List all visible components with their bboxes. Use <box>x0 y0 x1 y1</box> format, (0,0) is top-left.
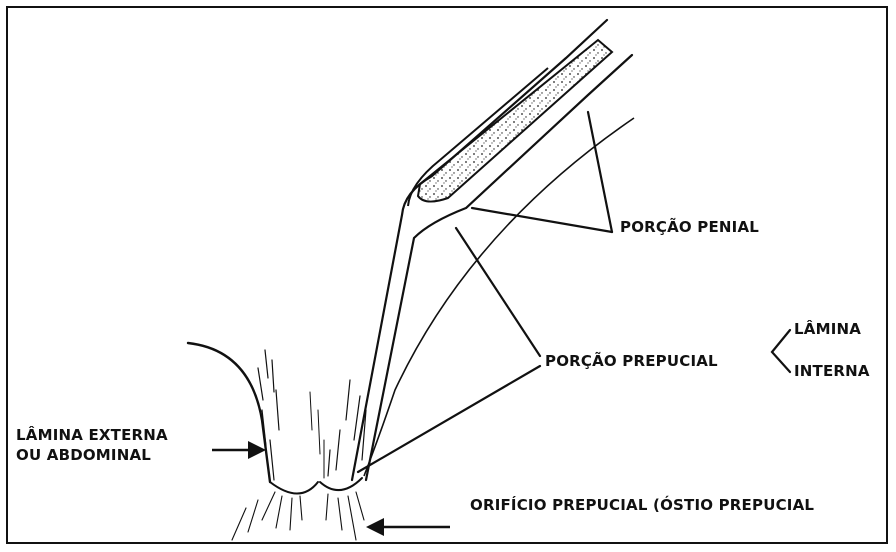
label-porcao-prepucial: PORÇÃO PREPUCIAL <box>545 352 718 370</box>
label-orificio-prepucial: ORIFÍCIO PREPUCIAL (ÓSTIO PREPUCIAL <box>470 496 814 514</box>
label-porcao-penial: PORÇÃO PENIAL <box>620 218 759 236</box>
glans-stippled-region <box>418 40 612 202</box>
leader-lines <box>358 112 790 472</box>
arrow-lamina-externa <box>212 441 266 459</box>
preputial-orifice-base <box>232 478 364 540</box>
penis-shaft <box>352 20 632 480</box>
label-lamina-interna-line1: LÂMINA <box>794 320 861 338</box>
label-lamina-externa-line1: LÂMINA EXTERNA <box>16 426 168 444</box>
label-lamina-externa-line2: OU ABDOMINAL <box>16 446 151 464</box>
internal-lamina-line <box>364 118 634 476</box>
label-lamina-interna-line2: INTERNA <box>794 362 870 380</box>
abdominal-wall <box>188 343 366 482</box>
arrow-orificio <box>366 518 450 536</box>
